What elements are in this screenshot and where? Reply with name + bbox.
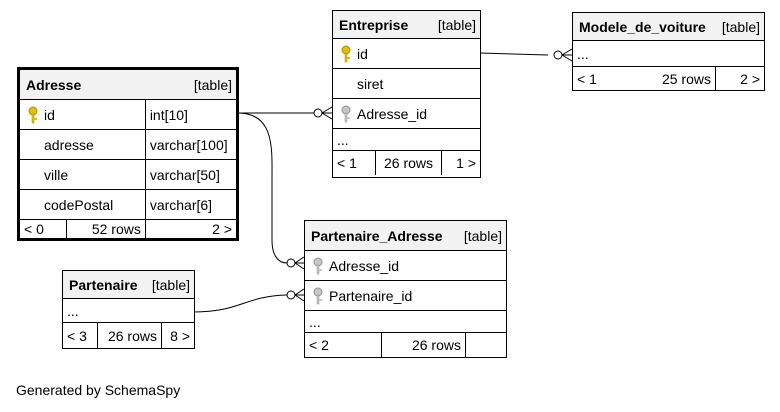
column-row[interactable]: id int[10] xyxy=(20,100,236,130)
column-name: siret xyxy=(357,75,384,92)
more-columns: ... xyxy=(305,311,506,333)
foreign-key-icon xyxy=(313,287,323,304)
column-row[interactable]: Adresse_id xyxy=(333,99,480,129)
footer-rows: 26 rows xyxy=(411,337,461,353)
table-footer: < 2 26 rows xyxy=(305,333,506,357)
footer-parents[interactable]: < 0 xyxy=(24,221,44,237)
optional-marker xyxy=(286,258,296,268)
foreign-key-icon xyxy=(313,257,323,274)
column-type: varchar[6] xyxy=(149,196,213,213)
table-header: Partenaire [table] xyxy=(63,271,194,299)
footer-rows: 26 rows xyxy=(383,155,434,171)
table-kind: [table] xyxy=(151,276,190,293)
table-name: Entreprise xyxy=(339,16,409,33)
column-row[interactable]: Adresse_id xyxy=(305,251,506,281)
ellipsis-text: ... xyxy=(577,45,589,62)
footer-parents[interactable]: < 1 xyxy=(337,155,357,171)
column-name: Adresse_id xyxy=(329,257,400,274)
column-name: id xyxy=(44,106,55,123)
table-kind: [table] xyxy=(721,18,760,35)
column-row[interactable]: adresse varchar[100] xyxy=(20,130,236,160)
footer-children[interactable]: 1 > xyxy=(456,155,476,171)
column-row[interactable]: siret xyxy=(333,69,480,99)
table-footer: < 1 25 rows 2 > xyxy=(573,67,764,90)
table-partenaire[interactable]: Partenaire [table] ... < 3 26 rows 8 > xyxy=(62,270,195,349)
column-name: codePostal xyxy=(44,196,114,213)
footer-rows: 25 rows xyxy=(661,70,711,87)
column-name: Partenaire_id xyxy=(329,287,413,304)
table-entreprise[interactable]: Entreprise [table] id siret Adresse_id .… xyxy=(332,10,481,178)
column-row[interactable]: ville varchar[50] xyxy=(20,160,236,190)
crowfoot-marker xyxy=(321,106,333,120)
more-columns: ... xyxy=(333,129,480,151)
crowfoot-marker xyxy=(561,48,573,62)
more-columns: ... xyxy=(573,41,764,67)
footer-parents[interactable]: < 2 xyxy=(309,337,329,353)
table-name: Modele_de_voiture xyxy=(579,18,706,35)
footer-rows: 52 rows xyxy=(91,221,141,237)
table-footer: < 0 52 rows 2 > xyxy=(20,220,236,238)
table-header: Partenaire_Adresse [table] xyxy=(305,221,506,251)
ellipsis-text: ... xyxy=(337,131,349,148)
column-type: varchar[50] xyxy=(149,166,220,183)
column-row[interactable]: codePostal varchar[6] xyxy=(20,190,236,220)
footer-children[interactable]: 2 > xyxy=(212,221,233,237)
footer-children[interactable]: 8 > xyxy=(170,327,190,344)
ellipsis-text: ... xyxy=(67,302,79,319)
column-row[interactable]: Partenaire_id xyxy=(305,281,506,311)
table-header: Adresse [table] xyxy=(20,70,236,100)
primary-key-icon xyxy=(341,45,351,62)
table-header: Modele_de_voiture [table] xyxy=(573,13,764,41)
more-columns: ... xyxy=(63,299,194,323)
optional-marker xyxy=(286,290,296,300)
table-header: Entreprise [table] xyxy=(333,11,480,39)
table-name: Adresse xyxy=(26,76,82,93)
table-partenaire-adresse[interactable]: Partenaire_Adresse [table] Adresse_id Pa… xyxy=(304,220,507,358)
footer-parents[interactable]: < 1 xyxy=(577,70,597,87)
generated-by-text: Generated by SchemaSpy xyxy=(16,382,181,398)
column-row[interactable]: id xyxy=(333,39,480,69)
table-footer: < 1 26 rows 1 > xyxy=(333,151,480,175)
table-name: Partenaire_Adresse xyxy=(311,227,443,244)
optional-marker xyxy=(553,50,563,60)
column-name: Adresse_id xyxy=(357,105,428,122)
link-adresse-partenaire-adresse xyxy=(237,112,288,264)
table-kind: [table] xyxy=(193,76,232,93)
table-kind: [table] xyxy=(463,227,502,244)
table-kind: [table] xyxy=(437,16,476,33)
link-entreprise-modele xyxy=(479,52,549,56)
footer-children[interactable]: 2 > xyxy=(740,70,760,87)
table-adresse[interactable]: Adresse [table] id int[10] adresse varch… xyxy=(17,67,239,241)
crowfoot-marker xyxy=(294,288,305,302)
column-name: ville xyxy=(44,166,69,183)
footer-parents[interactable]: < 3 xyxy=(67,327,87,344)
table-name: Partenaire xyxy=(69,276,138,293)
ellipsis-text: ... xyxy=(309,313,321,330)
footer-rows: 26 rows xyxy=(107,327,157,344)
column-type: varchar[100] xyxy=(149,136,228,153)
column-type: int[10] xyxy=(149,106,188,123)
link-partenaire-partenaire-adresse xyxy=(193,294,288,313)
column-name: adresse xyxy=(44,136,94,153)
primary-key-icon xyxy=(28,106,38,123)
crowfoot-marker xyxy=(294,256,305,270)
foreign-key-icon xyxy=(341,105,351,122)
table-footer: < 3 26 rows 8 > xyxy=(63,323,194,348)
table-modele-de-voiture[interactable]: Modele_de_voiture [table] ... < 1 25 row… xyxy=(572,12,765,91)
column-name: id xyxy=(357,45,368,62)
optional-marker xyxy=(313,108,323,118)
